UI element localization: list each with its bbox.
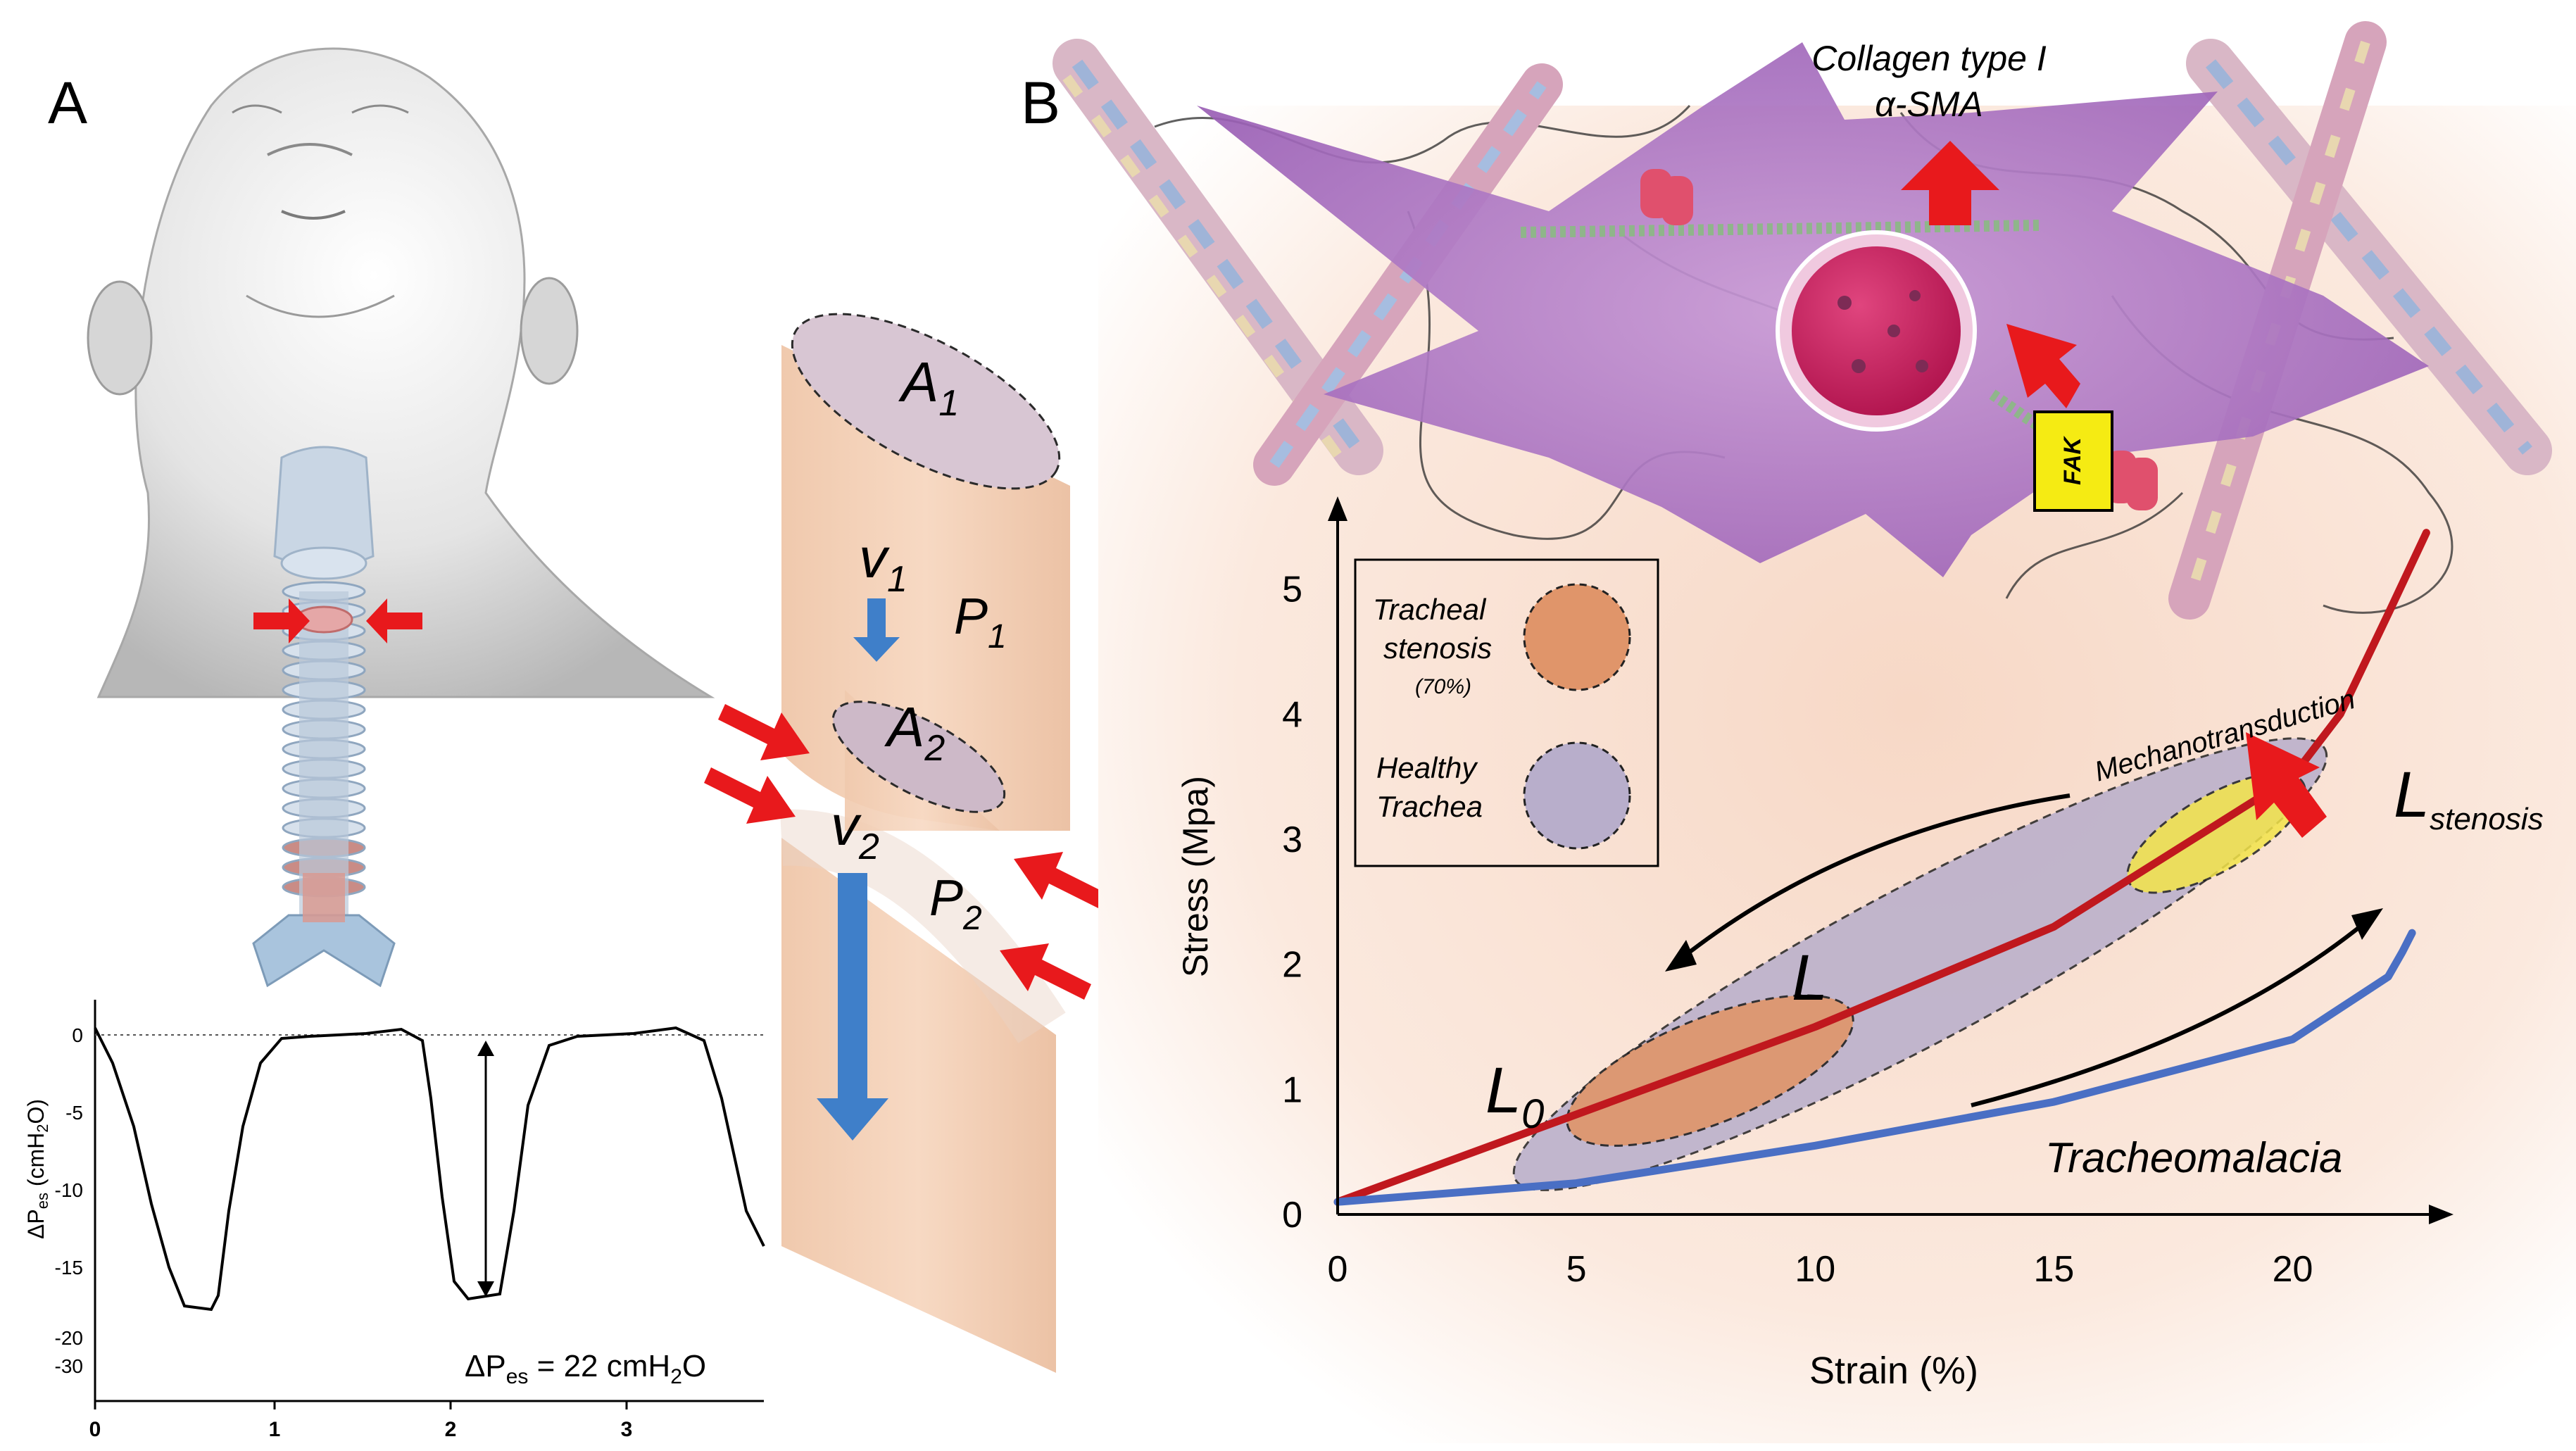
neck-compression-arrow-right-icon — [366, 598, 422, 643]
bernoulli-tube: A1 v1 P1 A2 v2 P2 — [704, 313, 1105, 1373]
pressure-y-tick: 0 — [72, 1024, 83, 1046]
panel-b: B — [1021, 21, 2576, 1443]
x-tick-label: 0 — [1328, 1249, 1348, 1290]
label-p2: P2 — [929, 870, 982, 937]
cross-section-a2 — [831, 701, 1006, 813]
lstenosis-label: Lstenosis — [2394, 759, 2544, 836]
arrow-down-trend-icon — [1681, 793, 2071, 960]
pressure-y-tick: -30 — [55, 1355, 83, 1377]
neck-compression-arrow-left-icon — [253, 598, 310, 643]
panel-a-label: A — [48, 70, 87, 136]
series-line-2 — [1333, 929, 2416, 1206]
chart-regions — [1512, 737, 2328, 1191]
legend-stenosis-swatch — [1523, 583, 1631, 691]
series-line-1 — [1333, 529, 2430, 1206]
tracheomalacia-label: Tracheomalacia — [2045, 1134, 2342, 1181]
fak-box: FAK — [2033, 410, 2113, 512]
legend-stenosis-line1: Tracheal — [1373, 593, 1487, 626]
pressure-y-tick: -15 — [55, 1257, 83, 1279]
label-v2: v2 — [831, 794, 879, 867]
pressure-x-tick: 3 — [621, 1418, 633, 1441]
tube-compression-arrow-3-icon — [1014, 852, 1105, 908]
collagen-label-line2: α-SMA — [1875, 84, 1983, 124]
tube-compression-arrow-2-icon — [704, 767, 796, 824]
pressure-ylabel: ΔPes (cmH2O) — [23, 1099, 51, 1239]
nucleus — [1776, 230, 1977, 432]
legend-healthy-swatch — [1523, 741, 1631, 850]
y-tick-label: 1 — [1282, 1069, 1302, 1110]
tube-compression-arrow-4-icon — [1000, 943, 1091, 1000]
trachea-illustration — [252, 446, 396, 988]
legend-healthy-line1: Healthy — [1376, 751, 1478, 784]
chart-xlabel: Strain (%) — [1809, 1350, 1978, 1392]
mechanotransduction-arrow-icon — [2246, 732, 2327, 838]
label-p1: P1 — [954, 589, 1007, 655]
label-v1: v1 — [859, 527, 907, 600]
pressure-x-tick: 0 — [89, 1418, 101, 1441]
panel-a: A — [23, 47, 1105, 1441]
tube-compression-arrow-1-icon — [718, 704, 810, 760]
l-label: L — [1792, 942, 1828, 1014]
arrow-up-trend-icon — [1971, 920, 2367, 1107]
flow-arrow-small-icon — [853, 598, 900, 662]
x-tick-label: 20 — [2273, 1249, 2313, 1290]
collagen-label-line1: Collagen type I — [1811, 39, 2047, 78]
chart-ylabel: Stress (Mpa) — [1176, 776, 1215, 977]
y-tick-label: 0 — [1282, 1195, 1302, 1236]
y-tick-label: 5 — [1282, 570, 1302, 610]
pressure-y-tick: -10 — [55, 1179, 83, 1201]
legend-stenosis-line3: (70%) — [1415, 675, 1471, 698]
chart-legend: Tracheal stenosis (70%) Healthy Trachea — [1354, 558, 1659, 867]
panel-b-label: B — [1021, 70, 1060, 136]
y-tick-label: 2 — [1282, 945, 1302, 986]
flow-arrow-large-icon — [817, 873, 888, 1141]
pressure-annotation: ΔPes = 22 cmH2O — [465, 1349, 706, 1388]
l0-label: L0 — [1485, 1055, 1544, 1137]
signal-arrow-nucleus-icon — [2006, 324, 2080, 408]
legend-stenosis-line2: stenosis — [1383, 632, 1492, 665]
cross-section-a1 — [791, 313, 1061, 490]
x-tick-label: 5 — [1566, 1249, 1587, 1290]
pressure-x-tick: 2 — [445, 1418, 457, 1441]
signal-arrow-up-icon — [1901, 141, 1999, 225]
pressure-trace — [94, 1026, 765, 1312]
x-axis-arrow-icon — [2429, 1205, 2454, 1224]
fak-label: FAK — [2059, 436, 2086, 485]
head-illustration — [87, 47, 715, 698]
label-a1: A1 — [898, 351, 959, 424]
pressure-y-tick: -5 — [65, 1102, 83, 1124]
label-a2: A2 — [884, 696, 945, 769]
pressure-plot: 0 -5 -10 -15 -20 -30 0 1 2 3 ΔPes (cmH2O) ΔPes = … — [23, 1000, 765, 1441]
pressure-y-tick: -20 — [55, 1327, 83, 1349]
legend-healthy-line2: Trachea — [1376, 790, 1483, 823]
y-tick-label: 4 — [1282, 694, 1302, 735]
pressure-x-tick: 1 — [269, 1418, 281, 1441]
y-axis-arrow-icon — [1328, 496, 1347, 521]
y-tick-label: 3 — [1282, 819, 1302, 860]
x-tick-label: 10 — [1795, 1249, 1835, 1290]
x-tick-label: 15 — [2033, 1249, 2074, 1290]
